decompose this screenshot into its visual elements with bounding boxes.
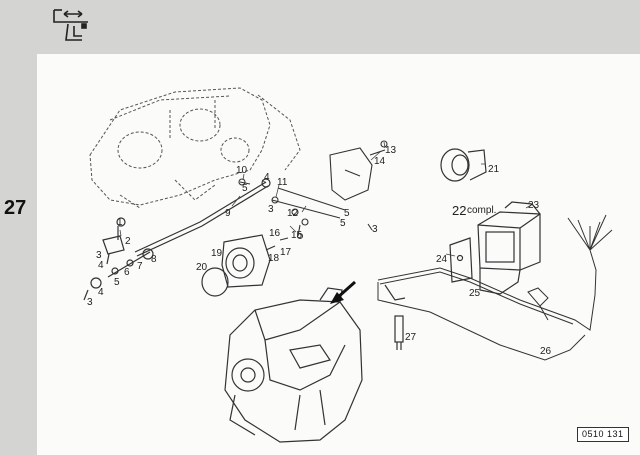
callout-5: 5 bbox=[344, 208, 350, 219]
callout-leader-lines bbox=[119, 141, 534, 257]
callout-27: 27 bbox=[405, 332, 417, 343]
callout-14: 14 bbox=[374, 156, 386, 167]
callout-20: 20 bbox=[196, 262, 208, 273]
callout-15: 15 bbox=[291, 230, 303, 241]
callout-9: 9 bbox=[225, 208, 231, 219]
diagram-sheet: 1 2 3 4 3 4 5 6 7 8 9 10 4 5 11 3 12 5 5… bbox=[37, 54, 640, 455]
cable-harness bbox=[377, 214, 613, 361]
callout-3: 3 bbox=[96, 250, 102, 261]
callout-1: 1 bbox=[117, 217, 123, 228]
callout-22-compl: compl. bbox=[467, 205, 496, 216]
callout-19: 19 bbox=[211, 248, 223, 259]
section-tab bbox=[0, 54, 37, 455]
callout-23: 23 bbox=[528, 200, 540, 211]
header-band bbox=[0, 0, 640, 54]
callout-16: 16 bbox=[269, 228, 281, 239]
transmission-layout-icon bbox=[53, 9, 88, 41]
callout-5: 5 bbox=[340, 218, 346, 229]
callout-3: 3 bbox=[372, 224, 378, 235]
callout-4: 4 bbox=[98, 287, 104, 298]
callout-6: 6 bbox=[124, 267, 130, 278]
callout-7: 7 bbox=[137, 261, 143, 272]
callout-22: 22 bbox=[452, 203, 466, 218]
callout-4: 4 bbox=[98, 260, 104, 271]
callout-12: 12 bbox=[287, 208, 299, 219]
exploded-view-drawing: 1 2 3 4 3 4 5 6 7 8 9 10 4 5 11 3 12 5 5… bbox=[83, 87, 613, 443]
callout-25: 25 bbox=[469, 288, 481, 299]
section-number: 27 bbox=[4, 197, 27, 219]
callout-24: 24 bbox=[436, 254, 448, 265]
linkage-bracket-assembly bbox=[238, 140, 388, 241]
callout-8: 8 bbox=[151, 254, 157, 265]
part-21-cap bbox=[440, 148, 487, 182]
callout-17: 17 bbox=[280, 247, 292, 258]
callout-21: 21 bbox=[488, 164, 500, 175]
callout-3: 3 bbox=[87, 297, 93, 308]
callout-5: 5 bbox=[114, 277, 120, 288]
callout-13: 13 bbox=[385, 145, 397, 156]
callout-18: 18 bbox=[268, 253, 280, 264]
callout-11: 11 bbox=[277, 177, 288, 188]
callout-5: 5 bbox=[242, 183, 248, 194]
callout-4: 4 bbox=[264, 172, 270, 183]
location-arrow-icon bbox=[330, 280, 356, 304]
callout-2: 2 bbox=[125, 236, 131, 247]
callout-3: 3 bbox=[268, 204, 274, 215]
callout-10: 10 bbox=[236, 165, 248, 176]
ghost-transmission-outline bbox=[89, 87, 301, 209]
sensor-27 bbox=[384, 284, 406, 350]
control-unit bbox=[449, 201, 541, 295]
release-bearing-housing bbox=[201, 234, 276, 297]
callout-26: 26 bbox=[540, 346, 552, 357]
drawing-reference-code: 0510 131 bbox=[577, 427, 629, 442]
shift-rod-assembly bbox=[83, 178, 271, 301]
engine-block bbox=[224, 287, 363, 443]
